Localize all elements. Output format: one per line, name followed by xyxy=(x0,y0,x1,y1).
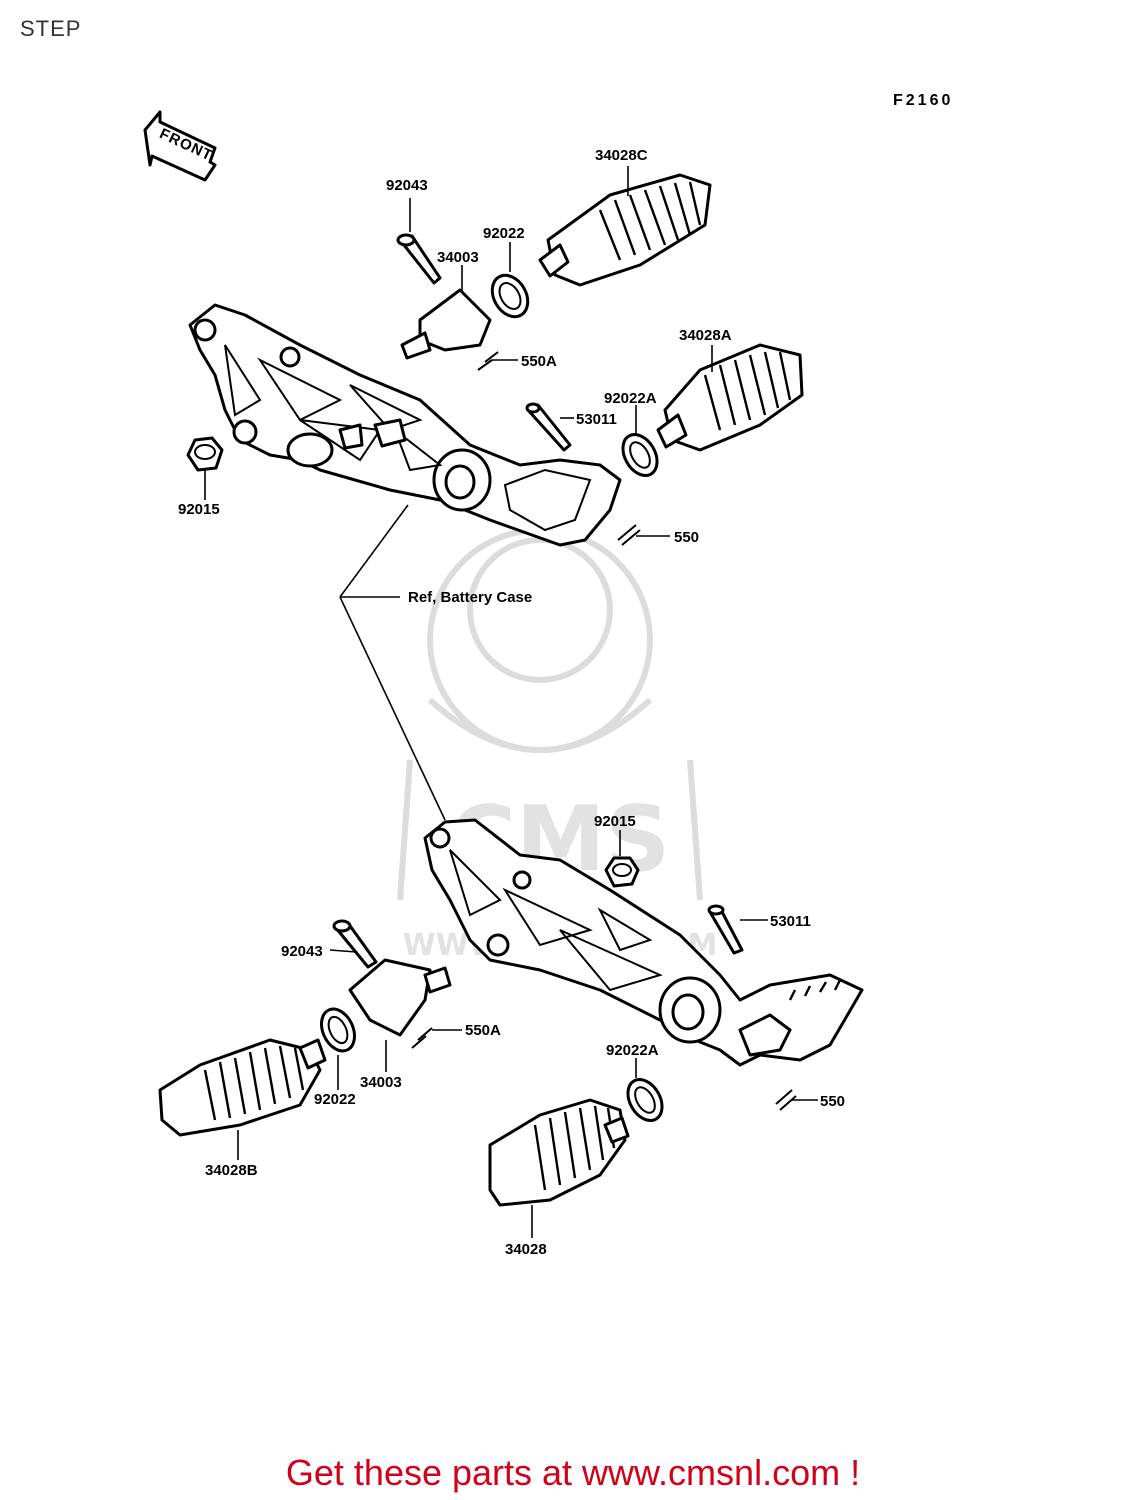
part-label-92022-upper: 92022 xyxy=(483,225,525,242)
part-label-550A-lower: 550A xyxy=(465,1022,501,1039)
nut-92015-lower xyxy=(604,856,640,888)
bolt-92043-upper xyxy=(396,233,442,285)
part-label-92022-lower: 92022 xyxy=(314,1091,356,1108)
part-label-34028A: 34028A xyxy=(679,327,732,344)
diagram-code: F2160 xyxy=(893,92,954,109)
part-label-34003-lower: 34003 xyxy=(360,1074,402,1091)
footer-call-to-action: Get these parts at www.cmsnl.com ! xyxy=(0,1452,1146,1494)
upper-step-bracket xyxy=(188,303,622,547)
front-arrow-icon: FRONT xyxy=(143,110,217,182)
part-label-34028: 34028 xyxy=(505,1241,547,1258)
step-holder-34003-lower xyxy=(348,958,452,1037)
cotter-pin-550-lower xyxy=(775,1089,797,1111)
washer-92022-lower xyxy=(320,1007,356,1053)
reference-battery-case: Ref, Battery Case xyxy=(339,504,532,821)
pin-53011-lower xyxy=(707,904,744,955)
part-label-92015-upper: 92015 xyxy=(178,501,220,518)
part-label-92022A-lower: 92022A xyxy=(606,1042,659,1059)
footpeg-34028A xyxy=(656,343,804,452)
cotter-pin-550A-lower xyxy=(411,1027,433,1049)
washer-92022A-lower xyxy=(626,1078,664,1122)
step-holder-34003-upper xyxy=(400,288,492,360)
cotter-pin-550-upper xyxy=(617,524,641,546)
part-label-92043-lower: 92043 xyxy=(281,943,323,960)
cotter-pin-550A-upper xyxy=(477,351,499,371)
footpeg-34028C xyxy=(538,173,712,287)
nut-92015-upper xyxy=(186,436,224,472)
part-label-550A-upper: 550A xyxy=(521,353,557,370)
page-title: STEP xyxy=(20,16,82,41)
part-label-92015-lower: 92015 xyxy=(594,813,636,830)
washer-92022-upper xyxy=(490,273,530,319)
cmsnl-link[interactable]: Get these parts at www.cmsnl.com ! xyxy=(285,1452,861,1493)
part-label-53011-lower: 53011 xyxy=(770,913,811,930)
part-label-34028C: 34028C xyxy=(595,147,648,164)
bolt-92043-lower xyxy=(332,919,378,969)
part-label-550-lower: 550 xyxy=(820,1093,845,1110)
part-label-53011-upper: 53011 xyxy=(576,411,617,428)
pin-53011-upper xyxy=(525,402,572,452)
exploded-parts-diagram: CMS WWW.CMSNL.COM FRONT xyxy=(143,110,864,1258)
footpeg-34028 xyxy=(488,1098,630,1207)
part-label-92022A-upper: 92022A xyxy=(604,390,657,407)
part-label-34003-upper: 34003 xyxy=(437,249,479,266)
leader-lines-lower xyxy=(237,830,818,1238)
part-label-550-upper: 550 xyxy=(674,529,699,546)
part-label-34028B: 34028B xyxy=(205,1162,258,1179)
part-label-92043-upper: 92043 xyxy=(386,177,428,194)
washer-92022A-upper xyxy=(621,433,659,477)
footpeg-34028B xyxy=(158,1038,327,1137)
lower-step-bracket xyxy=(423,818,864,1067)
reference-label: Ref, Battery Case xyxy=(408,589,532,606)
leader-lines-upper xyxy=(204,166,713,537)
